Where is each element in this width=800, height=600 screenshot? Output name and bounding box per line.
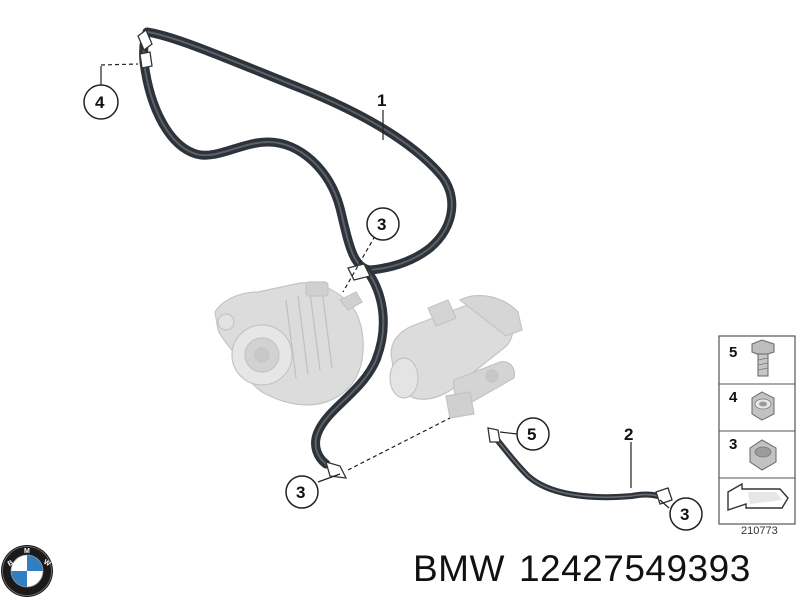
callout-2: 2: [624, 425, 633, 444]
callout-1: 1: [377, 91, 386, 110]
callout-3-top-label: 3: [377, 215, 386, 234]
part-number: 12427549393: [518, 548, 751, 589]
svg-text:M: M: [24, 548, 30, 555]
arrow-symbol-icon: [727, 482, 789, 511]
svg-text:B: B: [7, 559, 15, 568]
legend-num-4: 4: [729, 389, 738, 406]
callout-5: 5: [516, 417, 550, 451]
callout-3-top: 3: [366, 207, 400, 241]
callout-2-label: 2: [624, 425, 633, 444]
alternator-illustration: [214, 281, 364, 406]
legend-num-5: 5: [729, 344, 737, 361]
callout-4-top: 4: [83, 84, 119, 120]
parts-legend: 5 4 3: [718, 335, 796, 525]
legend-row-3: 3: [729, 436, 777, 471]
callout-3-bottom-label: 3: [296, 483, 305, 502]
leader-lines: [100, 63, 670, 509]
callout-3-right: 3: [669, 497, 703, 531]
starter-motor-illustration: [389, 294, 523, 419]
bmw-logo: B M W: [1, 545, 53, 597]
callout-3-bottom: 3: [285, 475, 319, 509]
hex-bolt-icon: [751, 339, 775, 377]
drawing-id: 210773: [741, 525, 778, 537]
hex-nut-icon: [749, 439, 777, 471]
legend-row-4: 4: [729, 389, 775, 421]
callout-4-label: 4: [95, 93, 105, 112]
lock-nut-icon: [751, 391, 775, 421]
callout-5-label: 5: [527, 425, 536, 444]
brand-name: BMW: [413, 548, 505, 589]
legend-num-3: 3: [729, 436, 737, 453]
legend-row-5: 5: [729, 339, 775, 377]
callout-3-right-label: 3: [680, 505, 689, 524]
svg-text:W: W: [42, 559, 52, 569]
part-caption: BMW 12427549393: [413, 548, 765, 590]
ground-cable: [491, 433, 661, 501]
callout-1-label: 1: [377, 91, 386, 110]
cable-terminals: [137, 28, 673, 505]
